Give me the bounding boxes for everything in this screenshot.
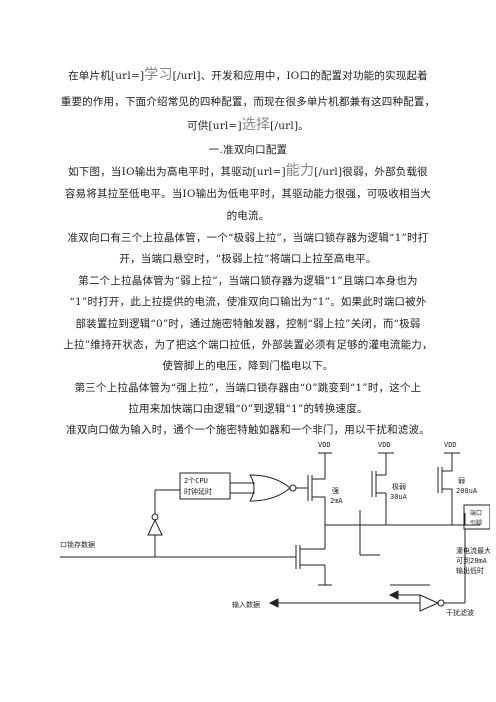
paragraph-line: 第二个上拉晶体管为“弱上拉”，当端口锁存器为逻辑“1”且端口本身也为	[78, 275, 418, 287]
intro-line-3: 可供[url=]选择[/url]。	[60, 115, 436, 136]
intro-text: 在单片机[url=]	[68, 70, 145, 82]
filter-label: 干扰滤波	[446, 608, 474, 617]
sink-current-label: 灌电流最大	[456, 546, 490, 555]
latch-data-label: 口锁存数据	[60, 540, 95, 549]
link-text[interactable]: 学习	[144, 67, 173, 83]
input-data-label: 输入数据	[232, 600, 260, 609]
intro-line-2: 重要的作用，下面介绍常见的四种配置，而现在很多单片机都兼有这四种配置，	[60, 96, 436, 108]
paragraph-line: 的电流。	[226, 210, 270, 222]
pin-label: 引脚	[470, 519, 482, 527]
section-heading: 一.准双向口配置	[208, 144, 288, 156]
paragraph-text: [/url]很弱，外部负载很	[314, 166, 428, 178]
very-weak-pullup-current: 30uA	[390, 493, 408, 501]
strong-pullup-current: 2mA	[330, 497, 343, 505]
weak-pullup-current: 200uA	[456, 487, 478, 495]
paragraph-line: 部装置拉到逻辑“0”时，通过施密特触发器，控制“弱上拉”关闭，而“极弱	[75, 318, 421, 330]
vdd-label: VDD	[318, 441, 331, 449]
link-text[interactable]: 选择	[241, 117, 271, 133]
vdd-label: VDD	[444, 441, 457, 449]
paragraph-line: 第三个上拉晶体管为“强上拉”，当端口锁存器由“0”跳变到“1”时，这个上	[74, 382, 422, 394]
paragraph-line: 准双向口做为输入时，通个一个施密特触如器和一个非门，用以干扰和滤波。	[66, 424, 430, 436]
delay-label: 2个CPU	[184, 477, 208, 485]
paragraph-line: 拉用来加快端口由逻辑“0”到逻辑“1”的转换速度。	[128, 403, 368, 415]
paragraph-line: 准双向口有三个上拉晶体管，一个“极弱上拉”，当端口锁存器为逻辑“1”时打	[67, 232, 429, 244]
paragraph-line: 使管脚上的电压，降到门槛电以下。	[162, 360, 334, 372]
paragraph-line: 容易将其拉至低电平。当IO输出为低电平时，其驱动能力很强，可吸收相当大	[64, 188, 432, 200]
sink-current-label: 输出低时	[456, 566, 484, 575]
paragraph-text: 如下图，当IO输出为高电平时，其驱动[url=]	[68, 166, 286, 178]
intro-line-1: 在单片机[url=]学习[/url]、开发和应用中，IO口的配置对功能的实现起着	[60, 65, 436, 86]
strong-pullup-label: 强	[332, 487, 339, 495]
pin-label: 端口	[470, 509, 482, 517]
link-text[interactable]: 能力	[285, 163, 315, 179]
weak-pullup-label: 弱	[458, 477, 465, 485]
intro-text: 可供[url=]	[187, 120, 242, 132]
intro-text: [/url]。	[270, 120, 309, 132]
paragraph-line: 如下图，当IO输出为高电平时，其驱动[url=]能力[/url]很弱，外部负载很	[60, 161, 436, 182]
paragraph-line: “1”时打开，此上拉提供的电流，使准双向口输出为“1”。如果此时端口被外	[69, 296, 427, 308]
very-weak-pullup-label: 极弱	[392, 482, 406, 491]
intro-text: [/url]、开发和应用中，IO口的配置对功能的实现起着	[172, 70, 428, 82]
vdd-label: VDD	[378, 441, 391, 449]
quasi-bidirectional-circuit-diagram: VDD VDD VDD 2个CPU 时钟延时 强 2mA 极弱 30uA 弱 2…	[60, 441, 490, 617]
delay-label: 时钟延时	[184, 487, 212, 496]
paragraph-line: 开，当端口悬空时，“极弱上拉”将端口上拉至高电平。	[119, 253, 377, 265]
sink-current-label: 可到20mA	[456, 557, 488, 565]
paragraph-line: 上拉”维持开状态，为了把这个端口拉低，外部装置必须有足够的灌电流能力，	[63, 339, 433, 351]
